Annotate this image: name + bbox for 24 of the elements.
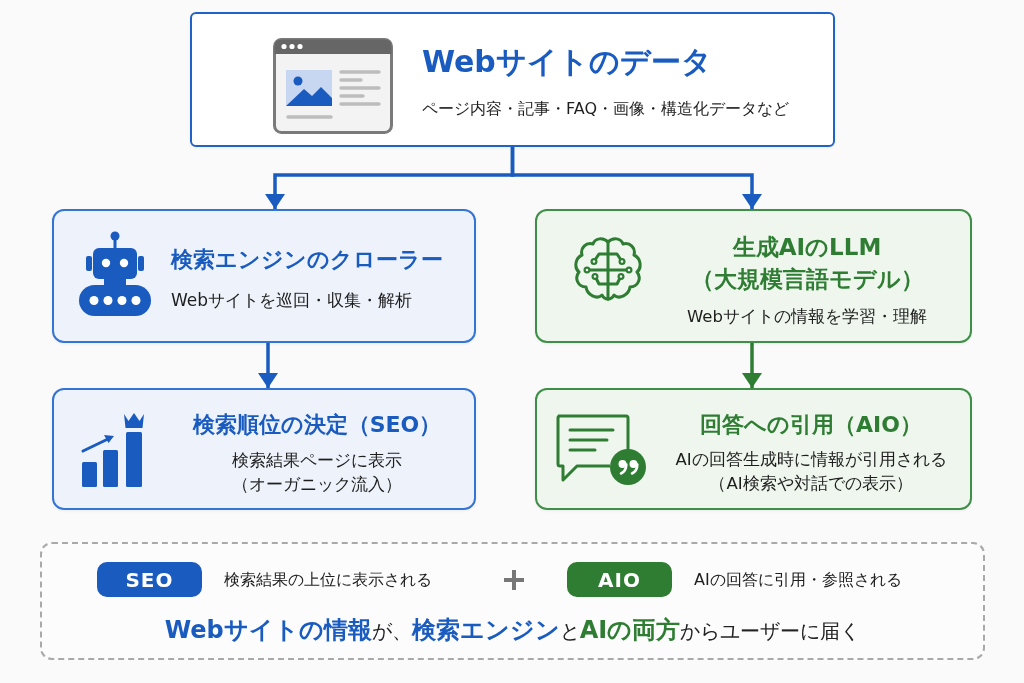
- arrow: [510, 147, 762, 209]
- node-description: ページ内容・記事・FAQ・画像・構造化データなど: [422, 97, 789, 120]
- arrow: [258, 343, 278, 388]
- node-title: 生成AIのLLM（大規模言語モデル）: [689, 233, 925, 295]
- process-box: [52, 209, 476, 343]
- node-title: 検索順位の決定（SEO）: [192, 411, 442, 439]
- label-pill: SEO: [97, 562, 202, 597]
- node-description: 検索結果ページに表示（オーガニック流入）: [231, 448, 403, 497]
- process-box: [190, 12, 835, 147]
- summary-panel: [40, 542, 985, 660]
- node-description: Webサイトの情報を学習・理解: [687, 306, 927, 329]
- label-pill: AIO: [567, 562, 672, 597]
- node-title: 回答への引用（AIO）: [700, 411, 922, 439]
- badge-caption: 検索結果の上位に表示される: [224, 569, 432, 590]
- process-box: [535, 209, 972, 343]
- process-box: [52, 388, 476, 510]
- node-description: AIの回答生成時に情報が引用される（AI検索や対話での表示）: [674, 448, 948, 496]
- badge-caption: AIの回答に引用・参照される: [694, 569, 902, 590]
- process-box: [535, 388, 972, 510]
- node-title: Webサイトのデータ: [422, 43, 712, 81]
- node-title: 検索エンジンのクローラー: [171, 246, 443, 274]
- node-description: Webサイトを巡回・収集・解析: [171, 288, 413, 312]
- arrow: [742, 343, 762, 388]
- summary-sentence: Webサイトの情報が、検索エンジンとAIの両方からユーザーに届く: [164, 615, 861, 646]
